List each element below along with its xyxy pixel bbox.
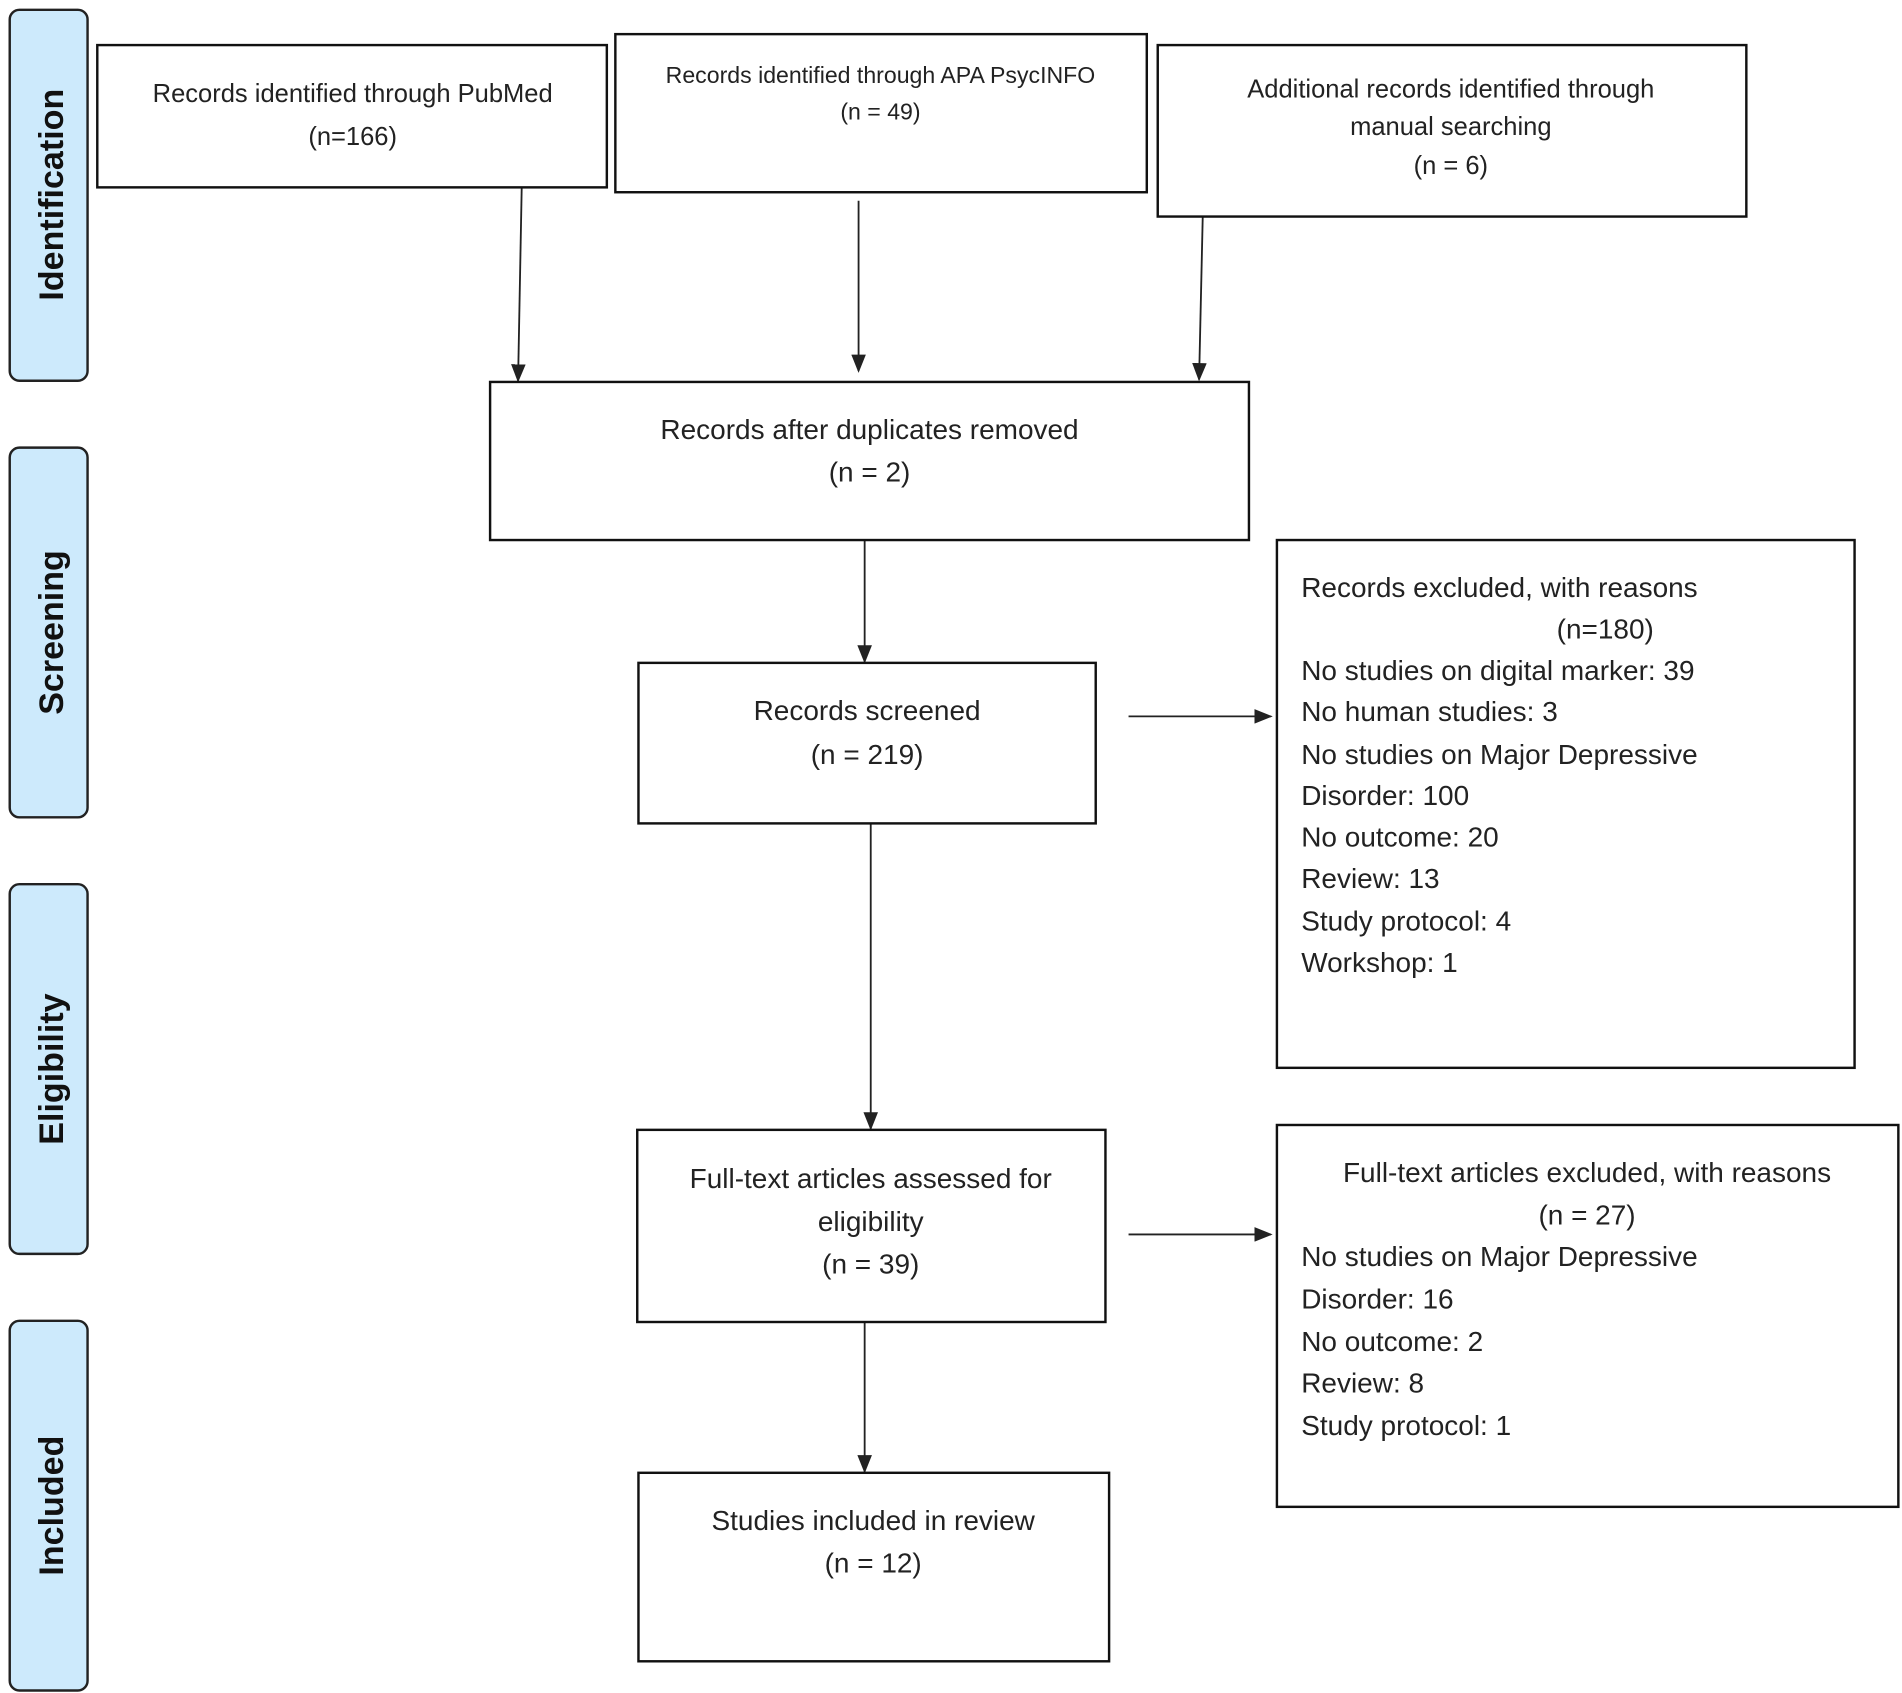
box-text: eligibility — [818, 1206, 924, 1237]
reason-item: No outcome: 2 — [1301, 1326, 1483, 1357]
box-text: Records identified through PubMed — [153, 80, 553, 108]
box-manual-search: Additional records identified through ma… — [1156, 43, 1748, 218]
reason-item: Study protocol: 4 — [1301, 905, 1511, 936]
phase-tab-eligibility: Eligibility — [8, 882, 89, 1256]
box-text: Records after duplicates removed — [660, 414, 1078, 445]
phase-label: Screening — [33, 550, 71, 715]
reason-item: No human studies: 3 — [1301, 696, 1558, 727]
box-records-screened: Records screened (n = 219) — [637, 661, 1097, 825]
reason-item: Review: 8 — [1301, 1368, 1424, 1399]
phase-tab-included: Included — [8, 1319, 89, 1692]
box-count: (n = 39) — [822, 1248, 919, 1279]
box-text: Additional records identified through — [1247, 75, 1654, 103]
reason-item: Disorder: 16 — [1301, 1284, 1453, 1315]
box-count: (n=166) — [308, 123, 397, 151]
phase-tab-identification: Identification — [8, 8, 89, 382]
arrow-manual-to-duplicates — [1192, 216, 1207, 382]
box-duplicates-removed: Records after duplicates removed (n = 2) — [488, 380, 1251, 542]
box-text: Studies included in review — [711, 1505, 1035, 1536]
box-pubmed: Records identified through PubMed (n=166… — [96, 43, 609, 189]
reason-item: Workshop: 1 — [1301, 947, 1458, 978]
reason-item: No studies on Major Depressive — [1301, 1241, 1697, 1272]
box-studies-included: Studies included in review (n = 12) — [637, 1471, 1111, 1663]
box-records-excluded: Records excluded, with reasons (n=180) N… — [1275, 538, 1856, 1070]
box-text: Records screened — [754, 695, 981, 726]
box-count: (n = 2) — [829, 457, 911, 488]
reason-item: No studies on Major Depressive — [1301, 739, 1697, 770]
box-title: Full-text articles excluded, with reason… — [1343, 1157, 1831, 1188]
box-fulltext-excluded: Full-text articles excluded, with reason… — [1275, 1123, 1900, 1509]
phase-label: Eligibility — [33, 993, 71, 1144]
box-psycinfo: Records identified through APA PsycINFO … — [614, 32, 1149, 194]
box-fulltext-assessed: Full-text articles assessed for eligibil… — [636, 1128, 1107, 1324]
box-count: (n = 12) — [825, 1548, 922, 1579]
box-text: manual searching — [1350, 113, 1551, 141]
reason-item: No outcome: 20 — [1301, 822, 1498, 853]
phase-tab-screening: Screening — [8, 446, 89, 819]
arrow-pubmed-to-duplicates — [511, 187, 526, 383]
box-count: (n = 219) — [811, 739, 924, 770]
reason-item: Study protocol: 1 — [1301, 1410, 1511, 1441]
phase-label: Identification — [33, 89, 71, 301]
box-count: (n=180) — [1557, 614, 1654, 645]
reason-item: No studies on digital marker: 39 — [1301, 655, 1694, 686]
box-count: (n = 49) — [840, 98, 920, 124]
reason-item: Disorder: 100 — [1301, 780, 1469, 811]
box-title: Records excluded, with reasons — [1301, 572, 1697, 603]
reason-item: Review: 13 — [1301, 863, 1439, 894]
box-count: (n = 27) — [1538, 1200, 1635, 1231]
box-text: Records identified through APA PsycINFO — [666, 62, 1096, 88]
box-count: (n = 6) — [1414, 152, 1488, 180]
phase-label: Included — [33, 1436, 71, 1576]
box-text: Full-text articles assessed for — [690, 1163, 1052, 1194]
